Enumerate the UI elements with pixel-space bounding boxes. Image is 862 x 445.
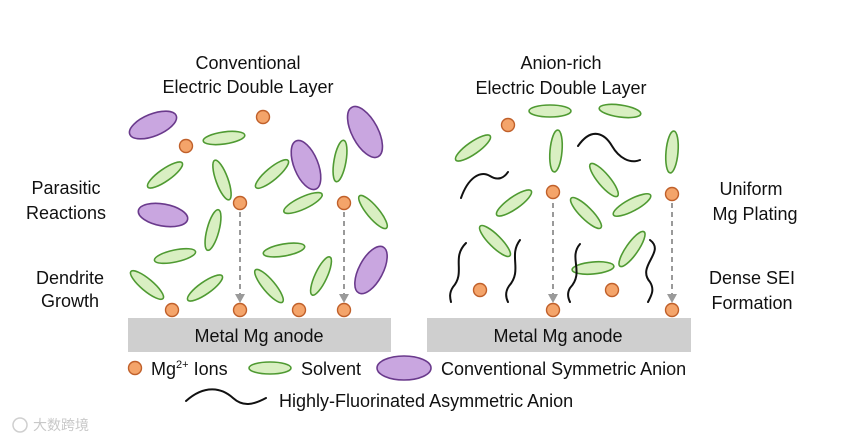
mg-ion xyxy=(336,302,352,318)
solvent-molecule xyxy=(612,193,652,217)
solvent-molecule xyxy=(478,224,512,258)
solvent-molecule xyxy=(495,189,533,217)
mg-ion xyxy=(604,282,620,298)
asymmetric-anion xyxy=(645,239,656,303)
symmetric-anion xyxy=(354,245,388,295)
solvent-molecule xyxy=(153,247,197,265)
mg-ion xyxy=(500,117,516,133)
legend-solvent-label: Solvent xyxy=(301,359,361,379)
legend-ion-label: Mg2+ Ions xyxy=(151,359,228,379)
solvent-molecule xyxy=(204,208,222,252)
asymmetric-anion xyxy=(449,242,467,303)
solvent-molecule xyxy=(357,194,389,230)
right-title-line2: Electric Double Layer xyxy=(475,78,646,98)
right-anode-label: Metal Mg anode xyxy=(493,326,622,346)
uniform-label-line2: Mg Plating xyxy=(712,204,797,224)
solvent-molecule xyxy=(262,242,306,258)
left-arrowhead-1 xyxy=(235,294,245,303)
right-arrowhead-2 xyxy=(667,294,677,303)
mg-ion xyxy=(291,302,307,318)
solvent-molecule xyxy=(254,158,290,190)
legend-symmetric-anion-icon xyxy=(376,355,432,381)
solvent-molecule xyxy=(569,196,603,230)
right-title-line1: Anion-rich xyxy=(520,53,601,73)
solvent-molecule xyxy=(212,159,232,201)
symmetric-anion xyxy=(128,110,178,140)
solvent-molecule xyxy=(618,230,646,268)
solvent-molecule xyxy=(309,255,333,297)
left-anode-label: Metal Mg anode xyxy=(194,326,323,346)
mg-ion xyxy=(545,302,561,318)
watermark-logo-icon xyxy=(12,417,28,433)
mg-ion xyxy=(472,282,488,298)
left-title-line2: Electric Double Layer xyxy=(162,77,333,97)
asymmetric-anion xyxy=(567,243,581,303)
solvent-molecule xyxy=(332,139,348,183)
left-arrowhead-2 xyxy=(339,294,349,303)
symmetric-anion xyxy=(137,202,189,228)
dendrite-label-line1: Dendrite xyxy=(36,268,104,288)
solvent-molecule xyxy=(528,104,572,118)
symmetric-anion xyxy=(290,139,322,191)
solvent-molecule xyxy=(548,129,564,173)
mg-ion xyxy=(545,184,561,200)
dendrite-label-line2: Growth xyxy=(41,291,99,311)
symmetric-anion xyxy=(346,105,384,159)
solvent-molecule xyxy=(588,162,620,198)
legend-solvent-icon xyxy=(248,361,292,375)
parasitic-label-line2: Reactions xyxy=(26,203,106,223)
legend-asymmetric-anion-label: Highly-Fluorinated Asymmetric Anion xyxy=(279,391,573,411)
left-anode-bar xyxy=(128,318,391,352)
asymmetric-anion xyxy=(460,171,509,199)
right-arrowheads xyxy=(548,294,677,303)
solvent-molecule xyxy=(454,134,492,162)
mg-ion xyxy=(178,138,194,154)
legend-ion-icon xyxy=(127,360,143,376)
watermark-text: 大数跨境 xyxy=(33,418,89,434)
solvent-molecule xyxy=(571,260,615,276)
legend: Mg2+ Ions Solvent Conventional Symmetric… xyxy=(127,355,686,411)
mg-ion xyxy=(664,302,680,318)
solvent-molecule xyxy=(664,130,680,174)
right-arrowhead-1 xyxy=(548,294,558,303)
mg-ion xyxy=(664,186,680,202)
dense-sei-label-line2: Formation xyxy=(711,293,792,313)
left-arrowheads xyxy=(235,294,349,303)
right-ion-group xyxy=(472,117,680,318)
left-title-line1: Conventional xyxy=(195,53,300,73)
solvent-molecule xyxy=(202,130,246,146)
right-anode-bar xyxy=(427,318,691,352)
right-solvent-group xyxy=(454,103,680,276)
mg-ion xyxy=(232,195,248,211)
left-solvent-group xyxy=(129,130,389,304)
left-ion-group xyxy=(164,109,352,318)
asymmetric-anion xyxy=(505,239,521,303)
mg-ion xyxy=(164,302,180,318)
asymmetric-anion xyxy=(577,133,641,163)
watermark: 大数跨境 xyxy=(12,417,89,434)
solvent-molecule xyxy=(253,268,285,304)
left-anion-group xyxy=(128,105,388,295)
mg-ion xyxy=(336,195,352,211)
solvent-molecule xyxy=(129,269,165,301)
mg-ion xyxy=(255,109,271,125)
left-plating-arrows xyxy=(239,212,345,296)
legend-symmetric-anion-label: Conventional Symmetric Anion xyxy=(441,359,686,379)
solvent-molecule xyxy=(186,274,224,302)
legend-asymmetric-anion-icon xyxy=(185,388,267,405)
dense-sei-label-line1: Dense SEI xyxy=(709,268,795,288)
solvent-molecule xyxy=(598,103,642,119)
solvent-molecule xyxy=(282,191,324,215)
parasitic-label-line1: Parasitic xyxy=(31,178,100,198)
right-plating-arrows xyxy=(552,203,673,296)
right-asym-anion-group xyxy=(449,133,656,303)
uniform-label-line1: Uniform xyxy=(719,179,782,199)
solvent-molecule xyxy=(146,161,184,189)
mg-ion xyxy=(232,302,248,318)
